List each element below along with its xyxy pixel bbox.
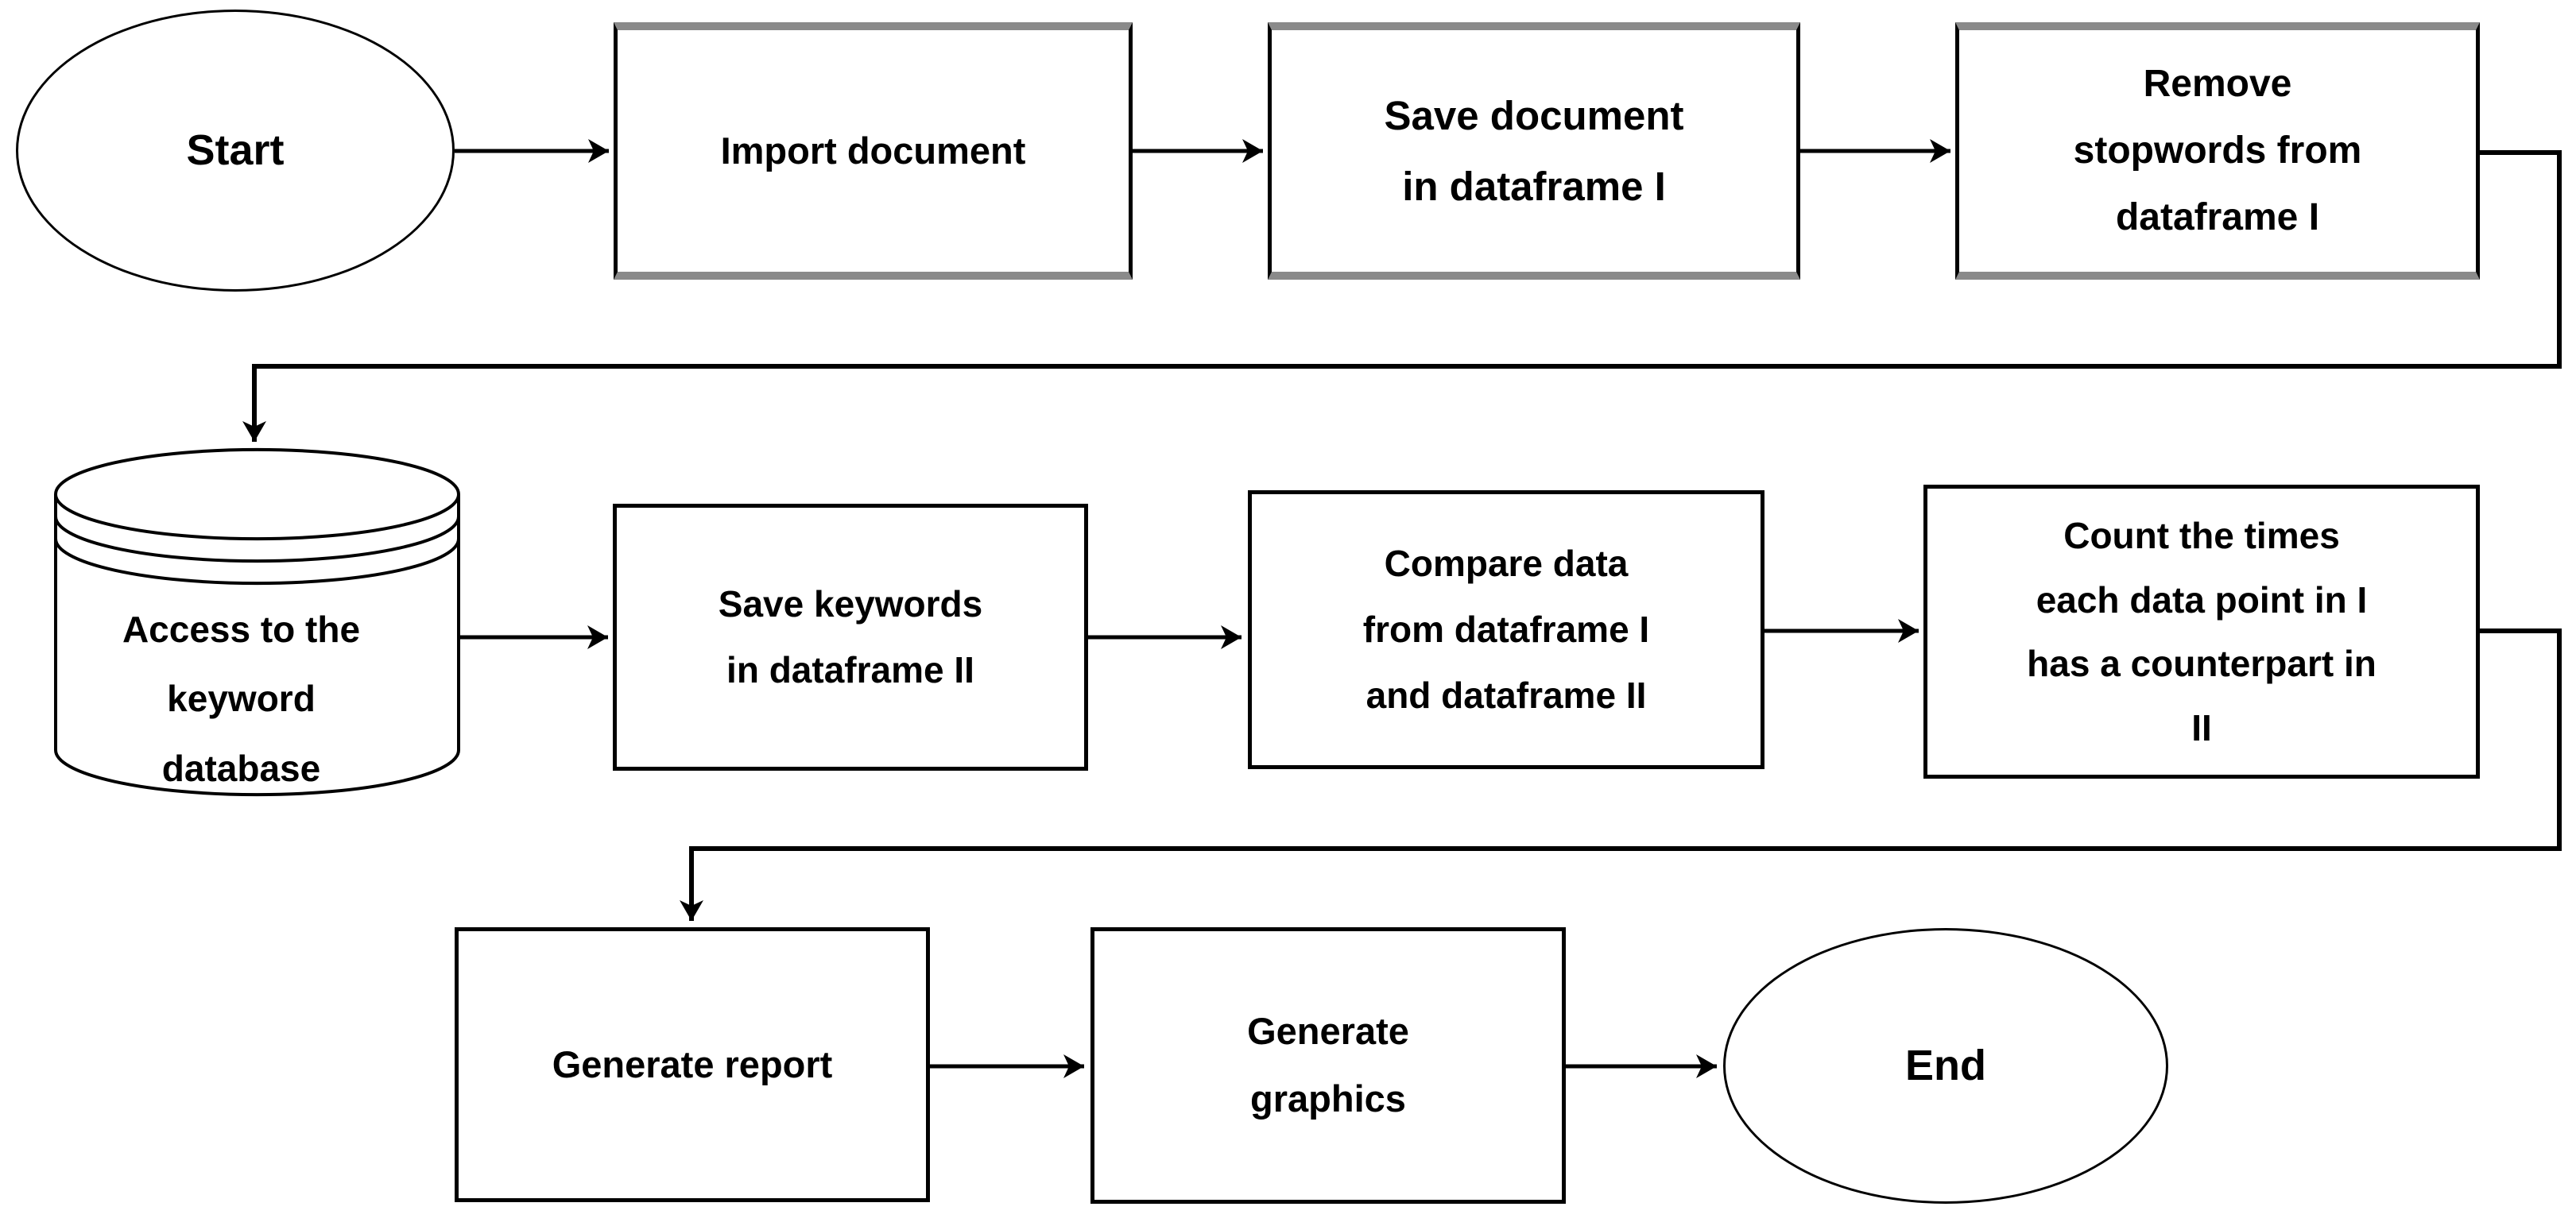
edge-remove-to-database [242,150,2562,442]
node-keyword-database: Access to the keyword database [122,608,361,789]
node-count-counterparts: Count the times each data point in I has… [1923,485,2480,779]
node-end: End [1723,928,2168,1204]
edge-count-to-report [680,628,2562,921]
node-generate-report: Generate report [455,927,930,1202]
node-start: Start [16,10,455,292]
node-import-document: Import document [614,22,1133,280]
node-compare-dataframes: Compare data from dataframe I and datafr… [1248,490,1764,769]
node-generate-graphics: Generate graphics [1090,927,1566,1204]
database-cylinder-shape [54,447,460,797]
node-save-document-in-dataframe-1: Save document in dataframe I [1268,22,1800,280]
node-remove-stopwords: Remove stopwords from dataframe I [1955,22,2480,280]
node-save-keywords-in-dataframe-2: Save keywords in dataframe II [613,504,1088,771]
